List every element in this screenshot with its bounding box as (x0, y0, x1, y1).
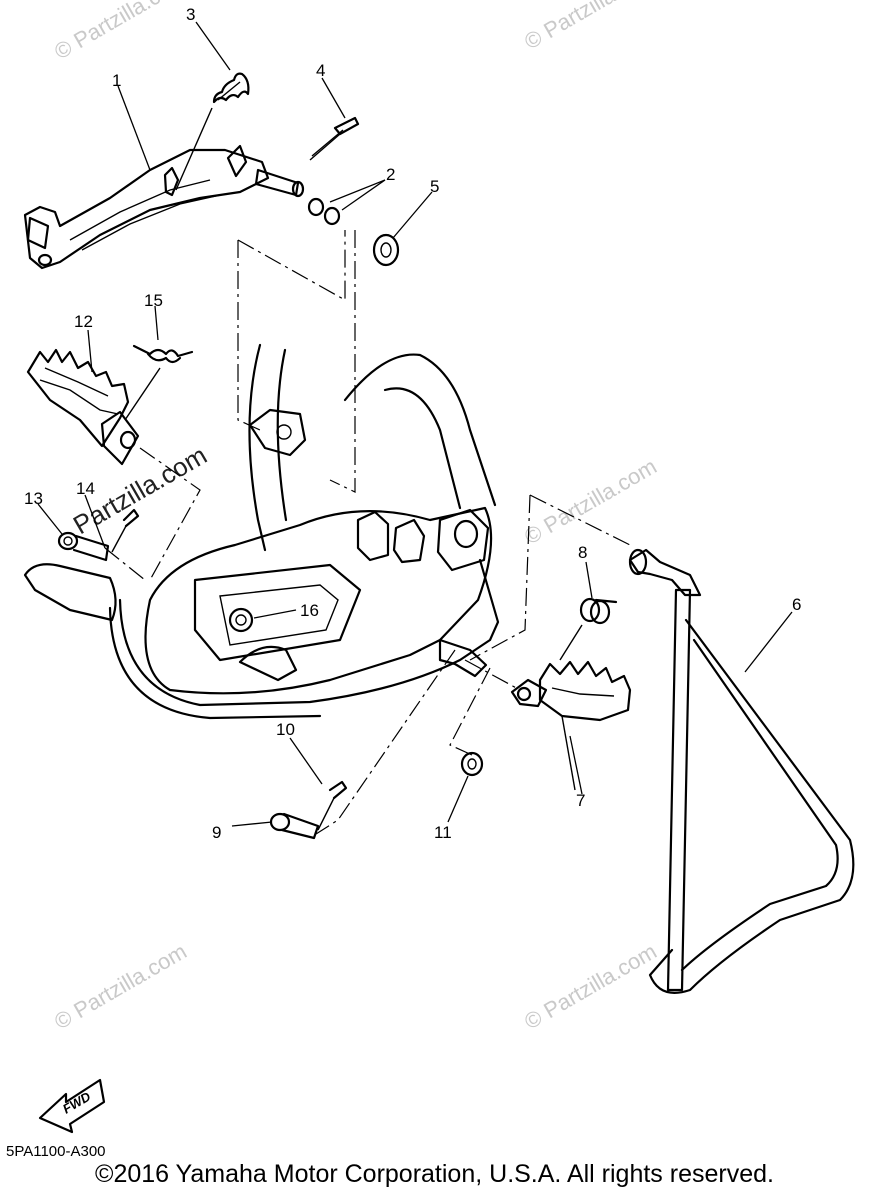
callout-16: 16 (300, 601, 319, 620)
side-stand (628, 548, 855, 994)
alignment-lines (104, 230, 631, 835)
callout-11: 11 (434, 823, 452, 842)
watermark-5: © Partzilla.com (520, 939, 661, 1035)
callout-10: 10 (276, 720, 295, 739)
o-rings (307, 197, 341, 226)
callout-6: 6 (792, 595, 801, 614)
footrest-pin-right (269, 780, 348, 840)
callout-12: 12 (74, 312, 93, 331)
leader-lines (37, 21, 793, 827)
footrest-spring-left (124, 344, 194, 421)
watermark-1: © Partzilla.com (50, 0, 191, 64)
right-footrest (510, 660, 632, 791)
callout-5: 5 (430, 177, 439, 196)
left-footrest (26, 348, 140, 466)
footrest-spring-right (559, 597, 618, 661)
return-spring (175, 72, 250, 191)
callout-7: 7 (576, 791, 585, 810)
diagram-code: 5PA1100-A300 (6, 1143, 106, 1160)
collar-11 (460, 751, 484, 777)
callout-2: 2 (386, 165, 395, 184)
callout-1: 1 (112, 71, 121, 90)
callout-14: 14 (76, 479, 95, 498)
watermark-2: © Partzilla.com (520, 0, 661, 54)
callout-4: 4 (316, 61, 325, 80)
callout-3: 3 (186, 5, 195, 24)
callouts: 1 2 3 4 5 6 7 8 9 10 11 12 13 14 15 16 (24, 5, 801, 842)
watermarks: © Partzilla.com © Partzilla.com © Partzi… (50, 0, 661, 1034)
copyright-notice: ©2016 Yamaha Motor Corporation, U.S.A. A… (95, 1160, 774, 1188)
callout-9: 9 (212, 823, 221, 842)
footrest-pin-left (57, 508, 140, 562)
brake-pedal (23, 144, 305, 270)
frame (23, 343, 500, 720)
callout-15: 15 (144, 291, 163, 310)
callout-8: 8 (578, 543, 587, 562)
collar-16 (228, 607, 254, 633)
cotter-pin-4 (309, 116, 360, 161)
watermark-4: © Partzilla.com (50, 939, 191, 1035)
callout-13: 13 (24, 489, 43, 508)
washer-5 (372, 233, 400, 267)
watermark-3: © Partzilla.com (520, 454, 661, 550)
fwd-arrow-icon: FWD (38, 1078, 106, 1134)
